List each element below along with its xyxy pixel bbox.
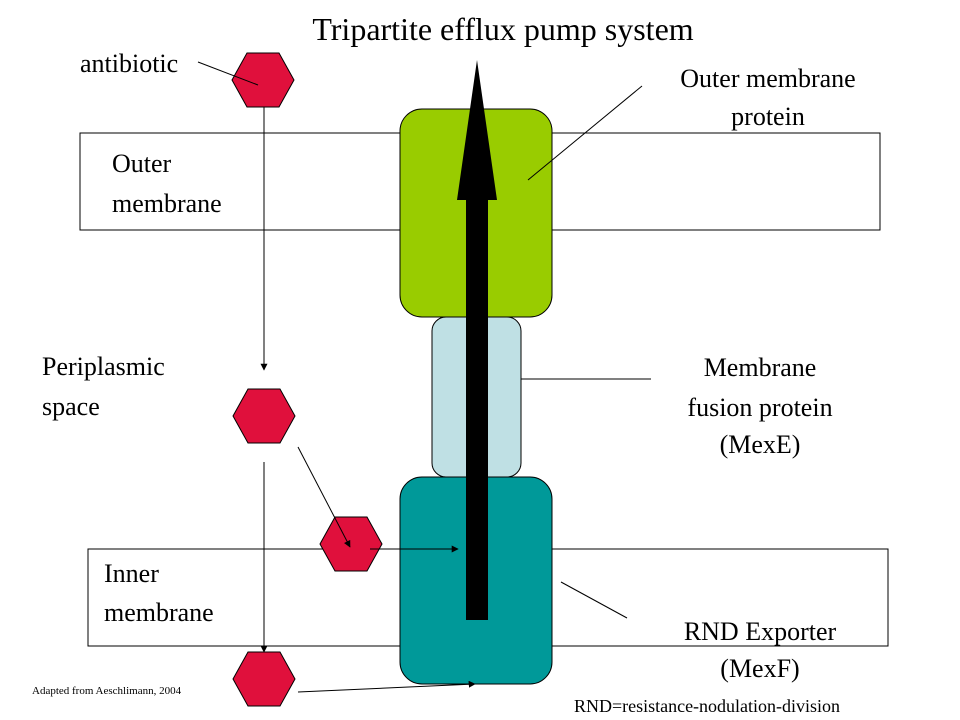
label-rnd-exporter-line1: RND Exporter [684,617,837,646]
label-outer-membrane-protein-line1: Outer membrane [680,64,855,93]
label-membrane-fusion-protein-line1: Membrane [704,353,817,382]
label-membrane-fusion-protein-line2: fusion protein [687,393,832,422]
efflux-arrow [457,60,497,620]
pathway-arrow-diagonal [297,446,351,548]
label-periplasmic-space-line1: Periplasmic [42,352,165,381]
antibiotic-hexagon-inner-membrane [319,516,383,572]
rnd-exporter-leader-line [560,581,628,619]
label-outer-membrane-protein-line2: protein [731,102,805,131]
antibiotic-leader-line [197,61,259,86]
antibiotic-hexagon-outside [231,52,295,108]
label-rnd-exporter-line2: (MexF) [720,654,799,683]
citation: Adapted from Aeschlimann, 2004 [32,685,182,697]
label-membrane-fusion-protein-line3: (MexE) [720,430,801,459]
footnote: RND=resistance-nodulation-division [574,696,840,716]
label-inner-membrane-line1: Inner [104,559,159,588]
pathway-arrow-cytoplasm-into-rnd [297,680,476,693]
label-antibiotic: antibiotic [80,49,178,78]
label-inner-membrane-line2: membrane [104,598,214,627]
label-outer-membrane-line2: membrane [112,189,222,218]
diagram-title: Tripartite efflux pump system [312,11,693,47]
antibiotic-hexagon-cytoplasm [232,651,296,707]
label-outer-membrane-line1: Outer [112,149,172,178]
label-periplasmic-space-line2: space [42,392,100,421]
outer-membrane-protein-leader-line [527,85,643,181]
antibiotic-hexagon-periplasm [232,388,296,444]
